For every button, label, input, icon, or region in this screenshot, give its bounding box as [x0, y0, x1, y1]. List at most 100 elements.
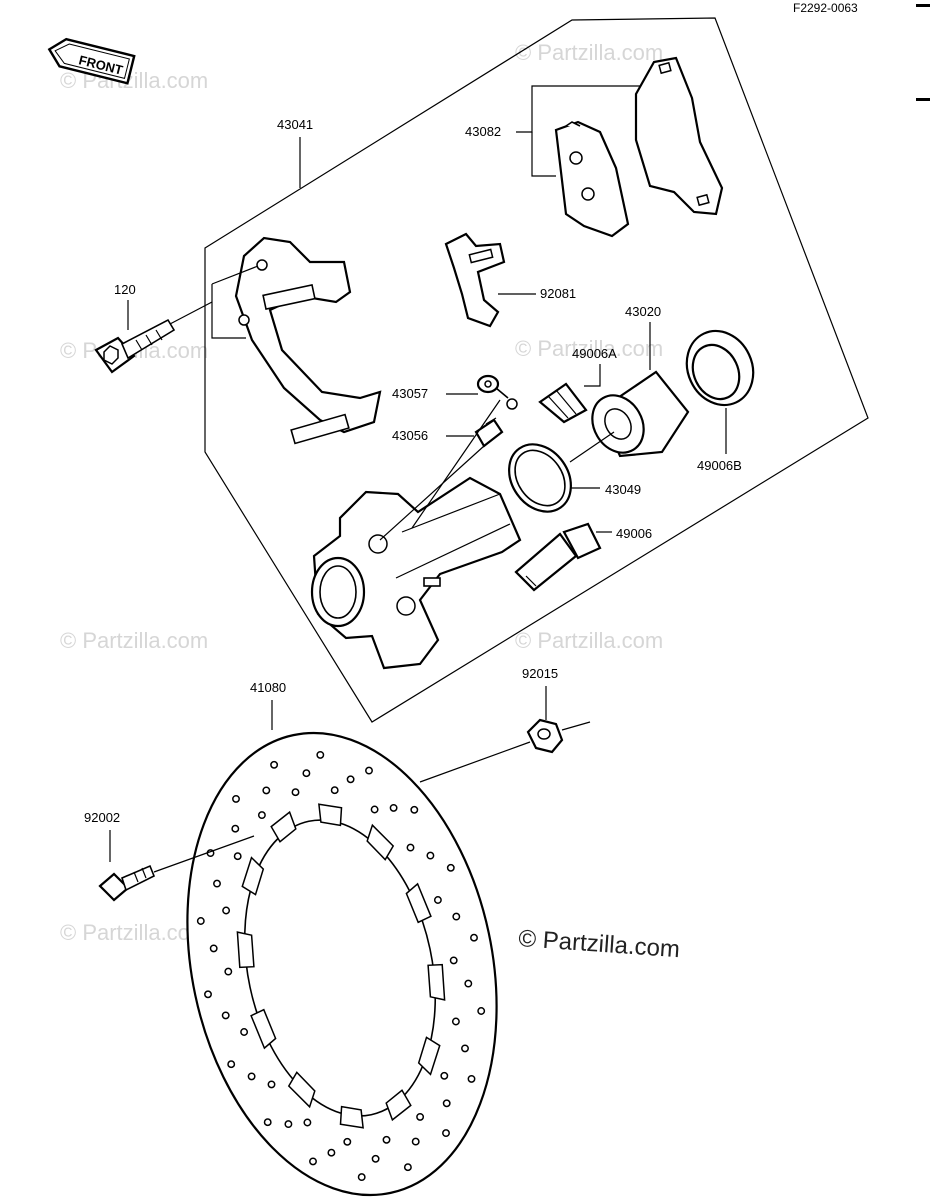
- disc-hole: [204, 990, 212, 999]
- part-label-49006: 49006: [616, 526, 652, 541]
- disc-slot: [270, 810, 297, 843]
- disc-hole: [416, 1112, 425, 1121]
- part-label-43057: 43057: [392, 386, 428, 401]
- disc-slot: [241, 856, 265, 896]
- disc-hole: [442, 1129, 450, 1138]
- disc-hole: [213, 879, 221, 888]
- disc-hole: [330, 786, 339, 795]
- disc-hole: [357, 1173, 366, 1182]
- disc-hole: [227, 1060, 236, 1069]
- disc-hole: [446, 863, 455, 872]
- disc-hole: [309, 1157, 317, 1166]
- pad-spring: [444, 232, 506, 328]
- banjo-fitting: [476, 374, 518, 410]
- part-label-92002: 92002: [84, 810, 120, 825]
- watermark: © Partzilla.com: [60, 920, 208, 945]
- diagram-code: F2292-0063: [793, 1, 858, 15]
- disc-drill-holes: [196, 750, 486, 1182]
- disc-hole: [426, 851, 435, 860]
- disc-slot: [405, 882, 432, 924]
- disc-hole: [382, 1135, 391, 1144]
- disc-hole: [452, 912, 461, 921]
- disc-hole: [303, 1118, 312, 1127]
- disc-hole: [222, 906, 231, 915]
- seal-ring: [508, 443, 572, 513]
- disc-hole: [346, 775, 355, 784]
- part-label-41080: 41080: [250, 680, 286, 695]
- part-label-43056: 43056: [392, 428, 428, 443]
- disc-hole: [262, 786, 271, 795]
- disc-hole: [371, 1154, 380, 1163]
- disc-hole: [263, 1118, 272, 1127]
- disc-hole: [449, 956, 458, 965]
- disc-hole: [442, 1099, 451, 1108]
- disc-hole: [470, 933, 478, 942]
- disc-hole: [291, 788, 300, 797]
- disc-hole: [451, 1017, 460, 1026]
- disc-slot: [318, 803, 343, 827]
- disc-hole: [467, 1074, 476, 1083]
- disc-hole: [232, 794, 240, 803]
- watermark: © Partzilla.com: [515, 628, 663, 653]
- part-label-92081: 92081: [540, 286, 576, 301]
- bolt-icon: [98, 864, 156, 902]
- disc-hole: [196, 917, 205, 925]
- piston-seal: [685, 329, 755, 407]
- part-label-43082: 43082: [465, 124, 501, 139]
- disc-slot: [427, 963, 446, 1001]
- dust-boot: [538, 382, 588, 424]
- disc-slot: [236, 931, 255, 969]
- caliper-bracket: [234, 236, 382, 445]
- disc-hole: [440, 1071, 449, 1080]
- disc-hole: [433, 896, 442, 904]
- watermark: © Partzilla.com: [60, 628, 208, 653]
- part-label-49006B: 49006B: [697, 458, 742, 473]
- disc-hole: [267, 1080, 276, 1089]
- watermark: © Partzilla.com: [515, 40, 663, 65]
- disc-slot: [385, 1089, 412, 1122]
- brake-disc: [186, 731, 498, 1197]
- disc-hole: [221, 1011, 230, 1020]
- part-label-43049: 43049: [605, 482, 641, 497]
- bolt-icon: [94, 318, 176, 374]
- disc-hole: [406, 843, 415, 852]
- watermark: © Partzilla.com: [515, 336, 663, 361]
- part-label-43020: 43020: [625, 304, 661, 319]
- disc-slot: [287, 1071, 316, 1109]
- disc-hole: [233, 852, 242, 861]
- disc-hole: [365, 766, 373, 775]
- part-label-43041: 43041: [277, 117, 313, 132]
- margin-mark: [916, 4, 930, 7]
- disc-hole: [247, 1072, 256, 1081]
- nut-icon: [526, 718, 564, 754]
- disc-hole: [209, 944, 218, 953]
- margin-mark: [916, 98, 930, 101]
- disc-hole: [327, 1148, 336, 1157]
- part-label-120: 120: [114, 282, 136, 297]
- bleed-valve: [474, 417, 504, 448]
- disc-hole: [370, 805, 379, 814]
- disc-slot: [366, 823, 395, 861]
- brake-pad: [554, 120, 630, 238]
- part-label-92015: 92015: [522, 666, 558, 681]
- disc-hole: [389, 803, 398, 812]
- disc-hole: [410, 805, 419, 814]
- disc-hole: [240, 1028, 249, 1036]
- part-label-49006A: 49006A: [572, 346, 617, 361]
- disc-hole: [403, 1163, 412, 1172]
- disc-hole: [302, 769, 311, 778]
- disc-hole: [224, 967, 233, 976]
- disc-hole: [270, 760, 279, 769]
- caliper-assembly-outline: [204, 17, 869, 723]
- disc-hole: [231, 824, 240, 833]
- disc-hole: [461, 1044, 469, 1053]
- disc-slot: [417, 1036, 441, 1076]
- watermark-main: © Partzilla.com: [518, 925, 681, 963]
- disc-hole: [257, 811, 266, 820]
- disc-hole: [284, 1120, 293, 1129]
- disc-slot: [339, 1105, 364, 1129]
- brake-pad: [634, 56, 724, 216]
- disc-hole: [464, 979, 473, 988]
- disc-hole: [343, 1137, 352, 1146]
